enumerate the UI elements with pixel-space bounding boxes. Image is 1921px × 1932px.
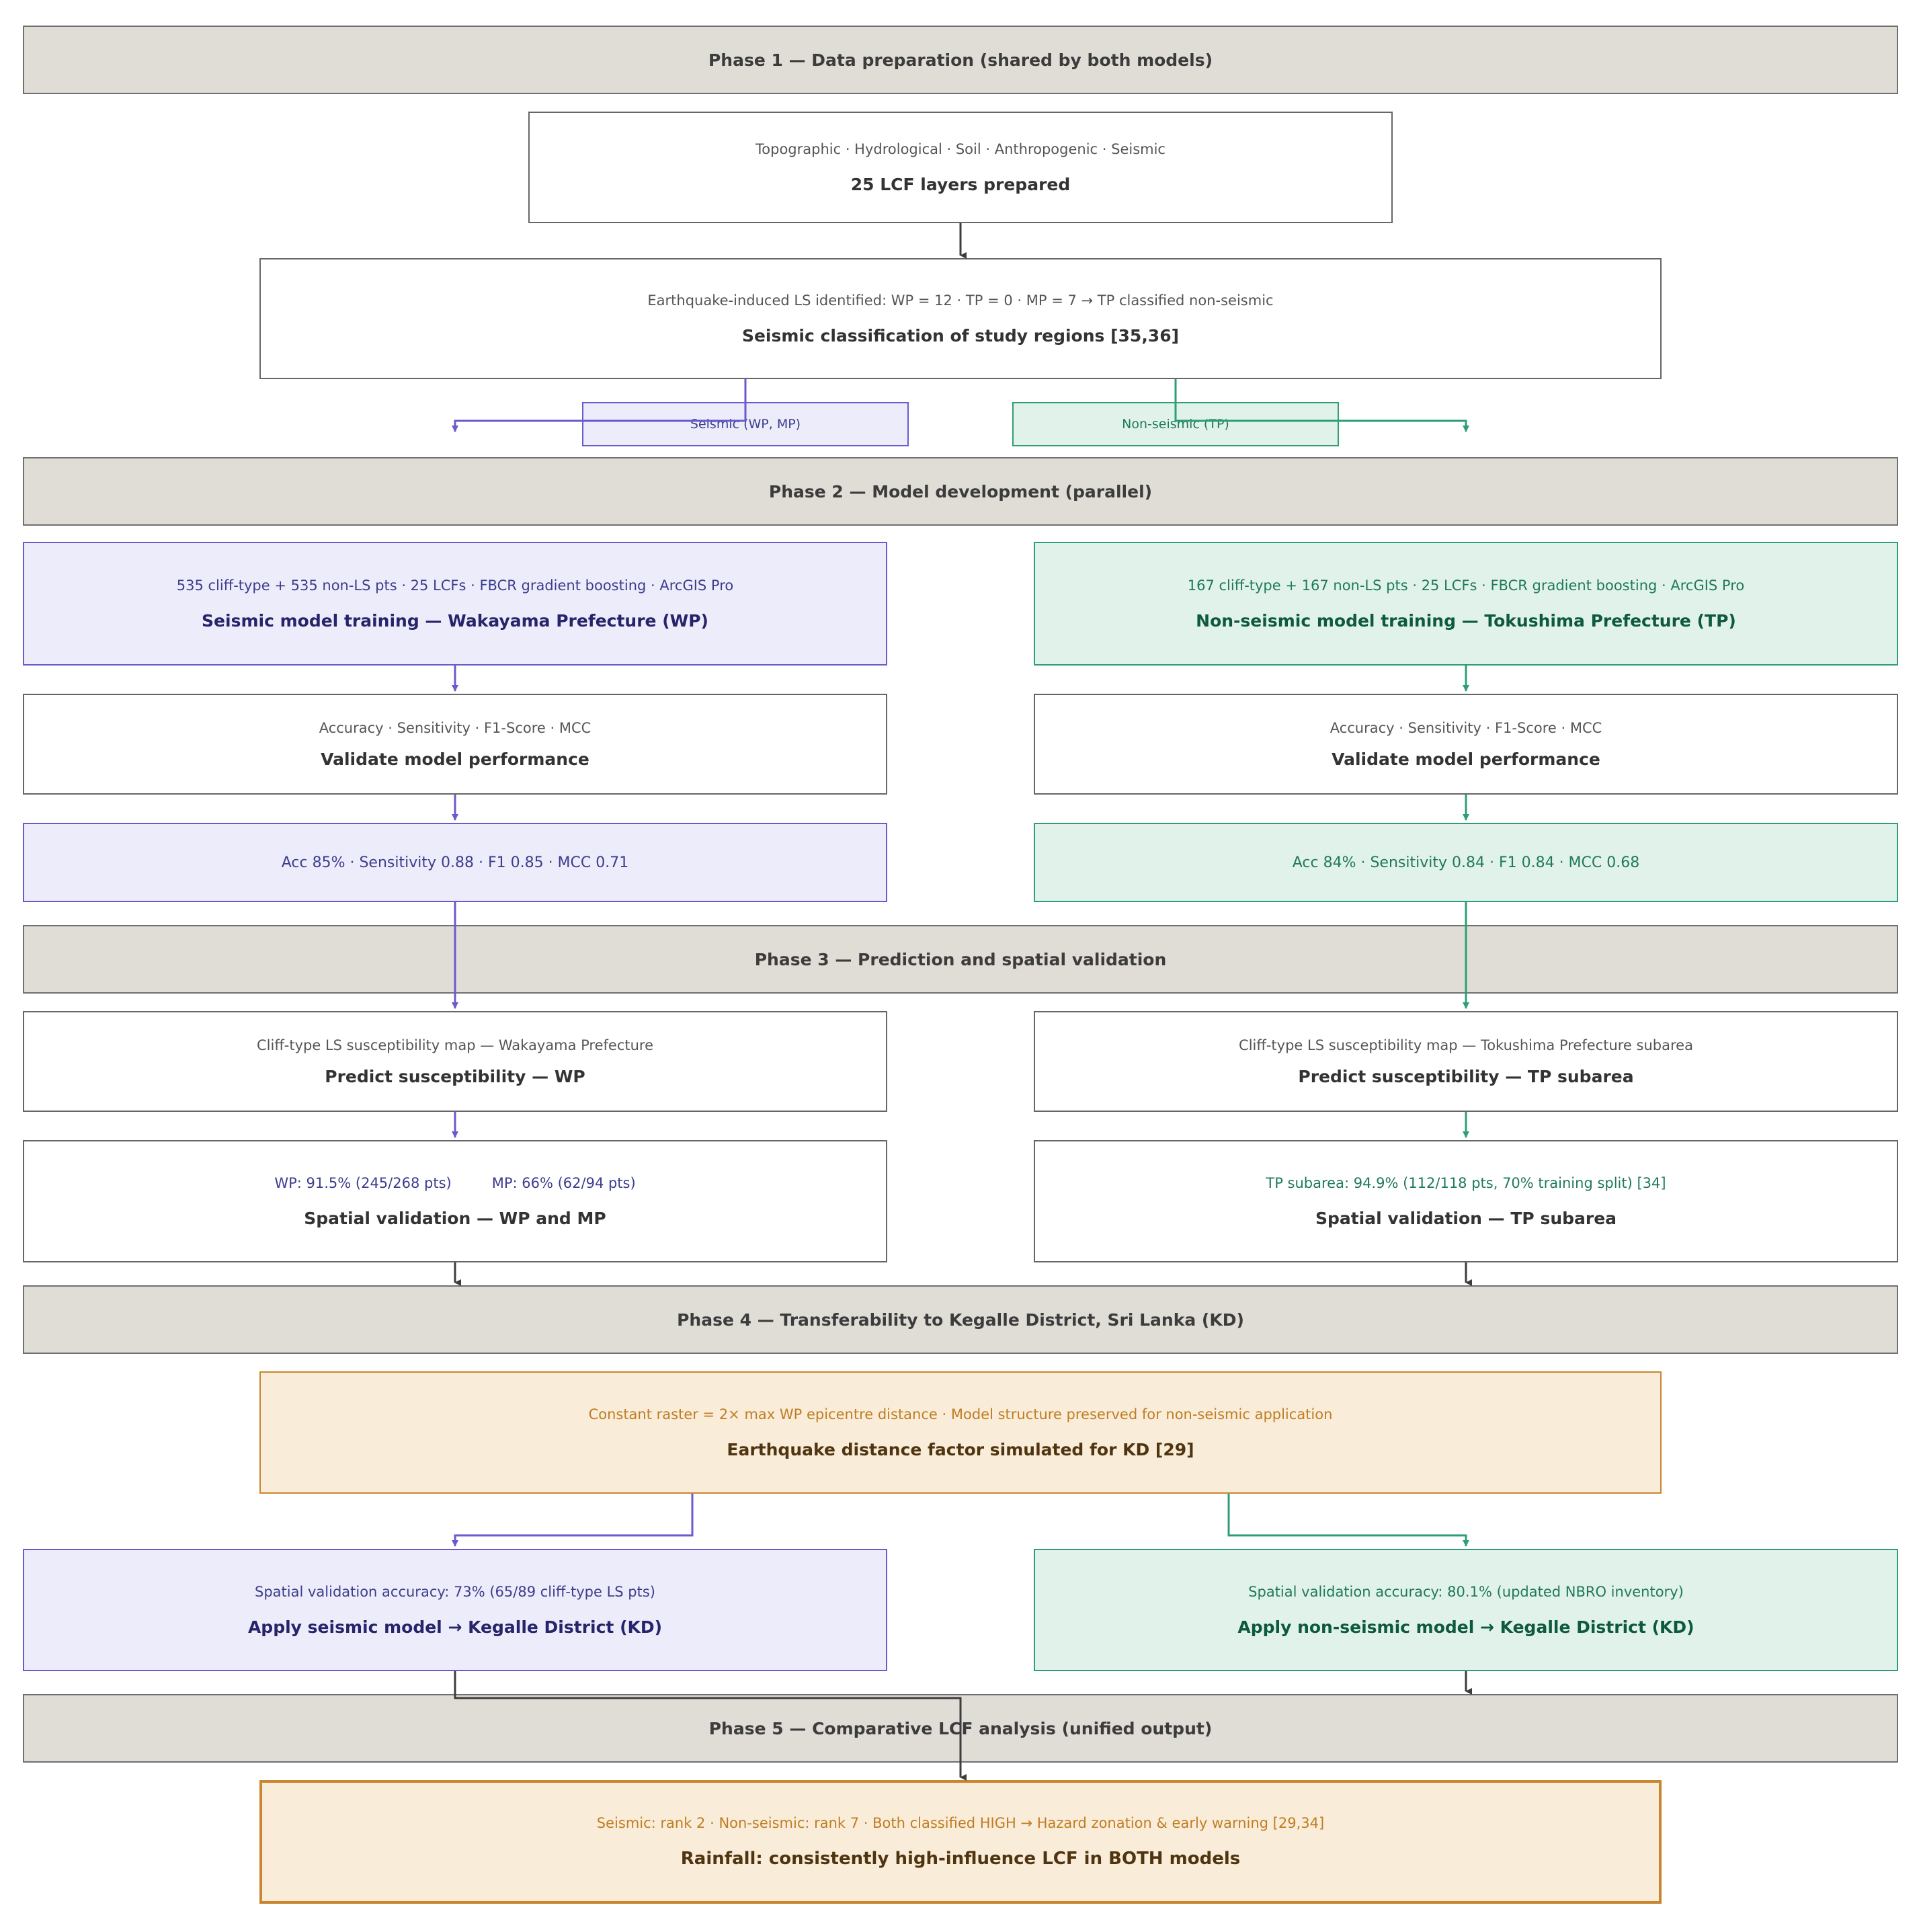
lcf-layers-sub: Topographic · Hydrological · Soil · Anth… bbox=[755, 140, 1166, 157]
seismic-training-box: 535 cliff-type + 535 non-LS pts · 25 LCF… bbox=[23, 542, 887, 666]
phase-3-title: Phase 3 — Prediction and spatial validat… bbox=[754, 949, 1167, 969]
apply-seismic-model-sub: Spatial validation accuracy: 73% (65/89 … bbox=[255, 1583, 655, 1600]
seismic-classification-sub: Earthquake-induced LS identified: WP = 1… bbox=[647, 292, 1274, 309]
seismic-metrics-text: Acc 85% · Sensitivity 0.88 · F1 0.85 · M… bbox=[281, 854, 629, 871]
rainfall-conclusion-sub: Seismic: rank 2 · Non-seismic: rank 7 · … bbox=[596, 1815, 1325, 1831]
phase-2-title: Phase 2 — Model development (parallel) bbox=[768, 481, 1153, 501]
nonseismic-metrics-text: Acc 84% · Sensitivity 0.84 · F1 0.84 · M… bbox=[1292, 854, 1640, 871]
apply-seismic-model-box: Spatial validation accuracy: 73% (65/89 … bbox=[23, 1549, 887, 1671]
seismic-predict-sub: Cliff-type LS susceptibility map — Wakay… bbox=[256, 1037, 654, 1053]
apply-seismic-model-main: Apply seismic model → Kegalle District (… bbox=[247, 1617, 663, 1637]
apply-nonseismic-model-box: Spatial validation accuracy: 80.1% (upda… bbox=[1034, 1549, 1898, 1671]
seismic-spatial-sub-mp: MP: 66% (62/94 pts) bbox=[491, 1174, 636, 1191]
nonseismic-validate-box: Accuracy · Sensitivity · F1-Score · MCC … bbox=[1034, 694, 1898, 795]
seismic-spatial-main: Spatial validation — WP and MP bbox=[304, 1208, 606, 1228]
phase-4-title: Phase 4 — Transferability to Kegalle Dis… bbox=[677, 1310, 1244, 1330]
nonseismic-metrics-box: Acc 84% · Sensitivity 0.84 · F1 0.84 · M… bbox=[1034, 823, 1898, 902]
merge-line-to-rainfall bbox=[454, 1671, 967, 1781]
apply-nonseismic-model-main: Apply non-seismic model → Kegalle Distri… bbox=[1237, 1617, 1694, 1637]
phase-1-banner: Phase 1 — Data preparation (shared by bo… bbox=[23, 26, 1898, 94]
seismic-spatial-sub-row: WP: 91.5% (245/268 pts) MP: 66% (62/94 p… bbox=[274, 1175, 635, 1191]
seismic-metrics-box: Acc 85% · Sensitivity 0.88 · F1 0.85 · M… bbox=[23, 823, 887, 902]
seismic-spatial-validation-box: WP: 91.5% (245/268 pts) MP: 66% (62/94 p… bbox=[23, 1140, 887, 1262]
nonseismic-training-sub: 167 cliff-type + 167 non-LS pts · 25 LCF… bbox=[1187, 577, 1745, 594]
earthquake-distance-factor-main: Earthquake distance factor simulated for… bbox=[727, 1439, 1194, 1459]
lcf-layers-main: 25 LCF layers prepared bbox=[850, 174, 1071, 194]
seismic-predict-box: Cliff-type LS susceptibility map — Wakay… bbox=[23, 1011, 887, 1112]
seismic-classification-main: Seismic classification of study regions … bbox=[741, 325, 1180, 346]
nonseismic-validate-sub: Accuracy · Sensitivity · F1-Score · MCC bbox=[1330, 719, 1602, 736]
nonseismic-spatial-main: Spatial validation — TP subarea bbox=[1315, 1208, 1617, 1228]
seismic-validate-sub: Accuracy · Sensitivity · F1-Score · MCC bbox=[319, 719, 591, 736]
nonseismic-spatial-validation-box: TP subarea: 94.9% (112/118 pts, 70% trai… bbox=[1034, 1140, 1898, 1262]
seismic-branch-line bbox=[452, 379, 747, 432]
seismic-validate-box: Accuracy · Sensitivity · F1-Score · MCC … bbox=[23, 694, 887, 795]
nonseismic-branch-tag: Non-seismic (TP) bbox=[1012, 402, 1339, 446]
phase-3-banner: Phase 3 — Prediction and spatial validat… bbox=[23, 925, 1898, 994]
nonseismic-predict-sub: Cliff-type LS susceptibility map — Tokus… bbox=[1239, 1037, 1693, 1053]
seismic-spatial-sub-wp: WP: 91.5% (245/268 pts) bbox=[274, 1174, 452, 1191]
seismic-classification-box: Earthquake-induced LS identified: WP = 1… bbox=[259, 258, 1662, 379]
nonseismic-training-main: Non-seismic model training — Tokushima P… bbox=[1196, 610, 1736, 631]
rainfall-conclusion-main: Rainfall: consistently high-influence LC… bbox=[680, 1849, 1241, 1869]
nonseismic-validate-main: Validate model performance bbox=[1332, 749, 1600, 769]
earthquake-distance-factor-sub: Constant raster = 2× max WP epicentre di… bbox=[588, 1406, 1333, 1422]
seismic-training-main: Seismic model training — Wakayama Prefec… bbox=[202, 610, 708, 631]
lcf-layers-box: Topographic · Hydrological · Soil · Anth… bbox=[528, 112, 1393, 223]
nonseismic-branch-line bbox=[1174, 379, 1469, 432]
phase-1-title: Phase 1 — Data preparation (shared by bo… bbox=[708, 50, 1213, 70]
seismic-predict-main: Predict susceptibility — WP bbox=[325, 1066, 585, 1086]
nonseismic-predict-main: Predict susceptibility — TP subarea bbox=[1298, 1066, 1634, 1086]
rainfall-conclusion-box: Seismic: rank 2 · Non-seismic: rank 7 · … bbox=[259, 1780, 1662, 1904]
arrow-quake-factor-to-seismic-apply bbox=[452, 1494, 694, 1547]
apply-nonseismic-model-sub: Spatial validation accuracy: 80.1% (upda… bbox=[1248, 1583, 1684, 1600]
phase-2-banner: Phase 2 — Model development (parallel) bbox=[23, 457, 1898, 526]
nonseismic-predict-box: Cliff-type LS susceptibility map — Tokus… bbox=[1034, 1011, 1898, 1112]
arrow-quake-factor-to-nonseismic-apply bbox=[1227, 1494, 1469, 1547]
nonseismic-training-box: 167 cliff-type + 167 non-LS pts · 25 LCF… bbox=[1034, 542, 1898, 666]
seismic-validate-main: Validate model performance bbox=[321, 749, 589, 769]
seismic-training-sub: 535 cliff-type + 535 non-LS pts · 25 LCF… bbox=[176, 577, 734, 594]
earthquake-distance-factor-box: Constant raster = 2× max WP epicentre di… bbox=[259, 1371, 1662, 1494]
nonseismic-spatial-sub: TP subarea: 94.9% (112/118 pts, 70% trai… bbox=[1266, 1174, 1666, 1191]
phase-4-banner: Phase 4 — Transferability to Kegalle Dis… bbox=[23, 1285, 1898, 1354]
